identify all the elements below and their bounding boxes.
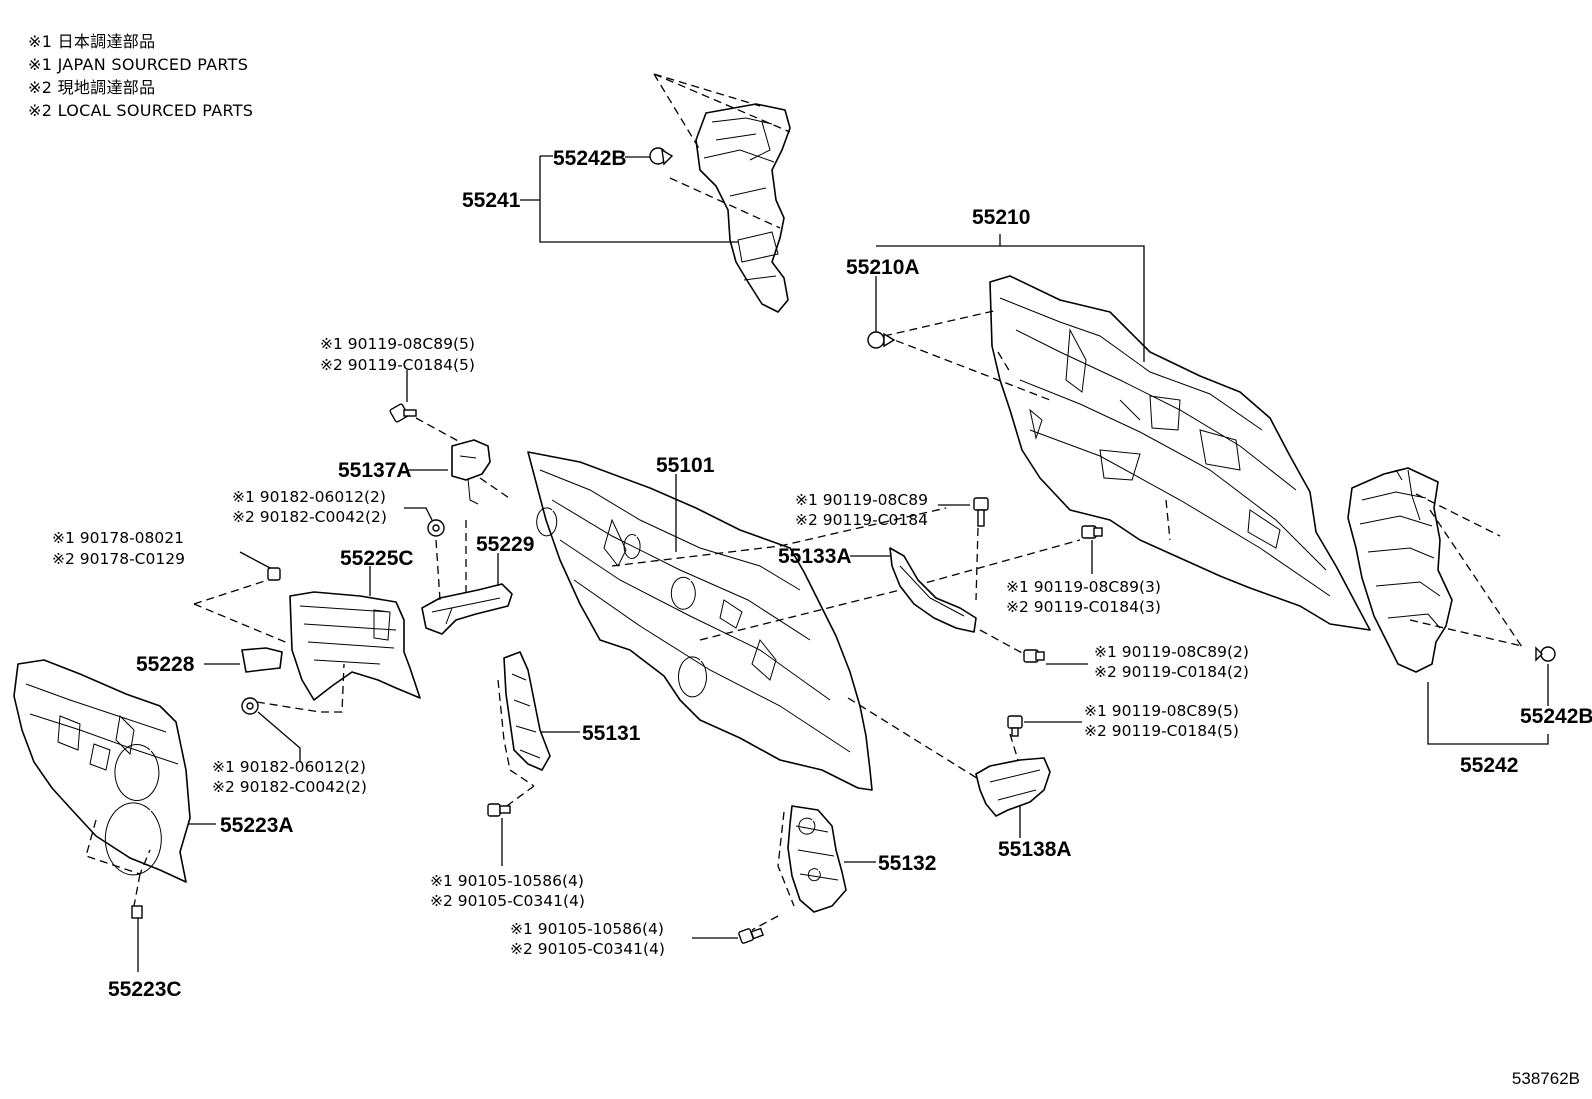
part-55138A[interactable]	[975, 757, 1051, 817]
callout-c6-b: ※2 90105-C0341(4)	[510, 940, 665, 958]
nut-c4[interactable]	[241, 697, 259, 715]
callout-c4-a: ※1 90182-06012(2)	[212, 758, 366, 776]
part-55229[interactable]	[421, 583, 513, 635]
callout-c9-a: ※1 90119-08C89(2)	[1094, 643, 1249, 661]
label-55101: 55101	[656, 454, 715, 477]
clip-55223C[interactable]	[131, 905, 143, 919]
legend-line-3: ※2 現地調達部品	[28, 78, 156, 97]
callout-c1-a: ※1 90119-08C89(5)	[320, 335, 475, 353]
label-55133A: 55133A	[778, 545, 852, 568]
clip-55242B-right[interactable]	[1535, 646, 1556, 662]
callout-c8-a: ※1 90119-08C89(3)	[1006, 578, 1161, 596]
clip-55242B-top[interactable]	[649, 147, 674, 166]
callout-c2-b: ※2 90182-C0042(2)	[232, 508, 387, 526]
label-55210: 55210	[972, 206, 1030, 229]
legend: ※1 日本調達部品 ※1 JAPAN SOURCED PARTS ※2 現地調達…	[28, 30, 253, 122]
bolt-c5[interactable]	[487, 803, 511, 817]
label-55225C: 55225C	[340, 547, 414, 570]
callout-c5-a: ※1 90105-10586(4)	[430, 872, 584, 890]
part-55228[interactable]	[241, 647, 283, 673]
label-55210A: 55210A	[846, 256, 920, 279]
bolt-c8[interactable]	[1081, 525, 1103, 539]
callout-c2-a: ※1 90182-06012(2)	[232, 488, 386, 506]
bolt-c7[interactable]	[973, 497, 989, 527]
callout-c7-b: ※2 90119-C0184	[795, 511, 928, 529]
callout-c10-a: ※1 90119-08C89(5)	[1084, 702, 1239, 720]
label-55242B-right: 55242B	[1520, 705, 1592, 728]
label-55242: 55242	[1460, 754, 1518, 777]
clip-55210A[interactable]	[867, 331, 896, 349]
part-55132[interactable]	[787, 805, 847, 913]
callout-c9-b: ※2 90119-C0184(2)	[1094, 663, 1249, 681]
label-55228: 55228	[136, 653, 195, 676]
clip-c3[interactable]	[267, 567, 281, 581]
label-55223A: 55223A	[220, 814, 294, 837]
label-55223C: 55223C	[108, 978, 182, 1001]
callout-c4-b: ※2 90182-C0042(2)	[212, 778, 367, 796]
label-55229: 55229	[476, 533, 534, 556]
callout-c6-a: ※1 90105-10586(4)	[510, 920, 664, 938]
legend-line-1: ※1 日本調達部品	[28, 32, 156, 51]
part-55133A[interactable]	[889, 547, 977, 633]
callout-c7-a: ※1 90119-08C89	[795, 491, 928, 509]
callout-c1-b: ※2 90119-C0184(5)	[320, 356, 475, 374]
callout-c3-a: ※1 90178-08021	[52, 529, 184, 547]
bolt-c10[interactable]	[1007, 715, 1023, 737]
part-55210[interactable]	[989, 275, 1371, 631]
part-55131[interactable]	[503, 651, 551, 771]
part-55137A[interactable]	[451, 439, 491, 505]
label-55241: 55241	[462, 189, 521, 212]
bolt-c9[interactable]	[1023, 649, 1045, 663]
part-55225C[interactable]	[289, 591, 421, 701]
bolt-c1[interactable]	[389, 403, 417, 423]
part-55241[interactable]	[695, 103, 791, 313]
label-55242B-top: 55242B	[553, 147, 627, 170]
callout-c8-b: ※2 90119-C0184(3)	[1006, 598, 1161, 616]
part-55101[interactable]	[527, 451, 873, 791]
bolt-c6[interactable]	[738, 927, 764, 944]
callout-c10-b: ※2 90119-C0184(5)	[1084, 722, 1239, 740]
part-55242[interactable]	[1347, 467, 1453, 673]
nut-c2[interactable]	[427, 519, 445, 537]
legend-line-4: ※2 LOCAL SOURCED PARTS	[28, 101, 254, 120]
callout-c3-b: ※2 90178-C0129	[52, 550, 185, 568]
part-55223A[interactable]	[13, 659, 191, 883]
diagram-id: 538762B	[1511, 1069, 1580, 1088]
label-55131: 55131	[582, 722, 641, 745]
legend-line-2: ※1 JAPAN SOURCED PARTS	[28, 55, 249, 74]
label-55138A: 55138A	[998, 838, 1072, 861]
callout-c5-b: ※2 90105-C0341(4)	[430, 892, 585, 910]
label-55137A: 55137A	[338, 459, 412, 482]
label-55132: 55132	[878, 852, 936, 875]
